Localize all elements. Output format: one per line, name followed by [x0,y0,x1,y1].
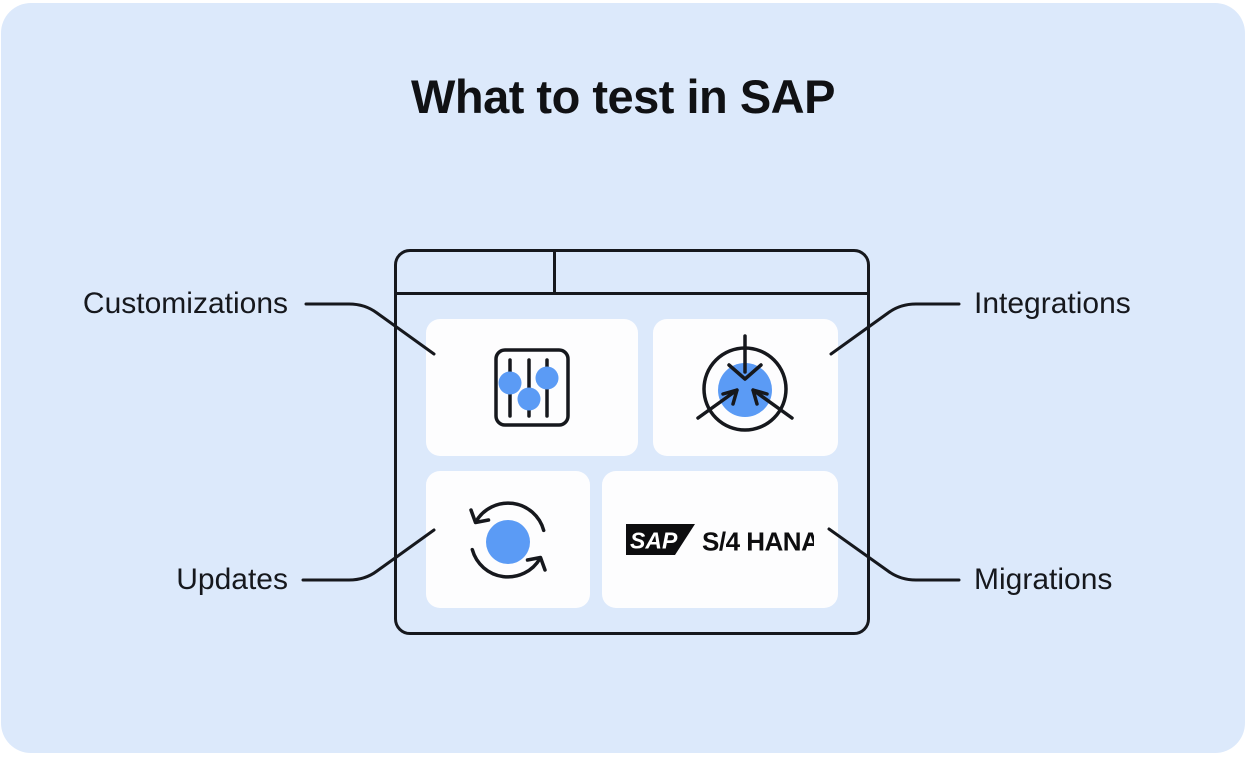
sap-s4hana-logo: SAP S/4 HANA [626,523,814,556]
browser-tab-bar [397,252,867,295]
card-integrations [653,319,838,456]
sliders-icon [494,348,570,427]
callout-label-customizations: Customizations [82,287,288,320]
page-title: What to test in SAP [411,70,835,123]
converge-arrows-icon [695,333,794,432]
s4hana-text: S/4 HANA [702,526,814,556]
card-migrations: SAP S/4 HANA [602,471,838,608]
card-customizations [426,319,638,456]
browser-window-frame [394,249,870,635]
sync-arrows-icon [469,500,547,579]
callout-label-migrations: Migrations [974,563,1113,596]
tab-divider-line [553,252,556,292]
card-updates [426,471,590,608]
callout-label-integrations: Integrations [974,287,1131,320]
callout-label-updates: Updates [176,563,288,596]
sap-logo-shape [626,523,695,555]
infographic-canvas: What to test in SAP [1,3,1245,753]
sap-logo-text: SAP [630,527,678,553]
